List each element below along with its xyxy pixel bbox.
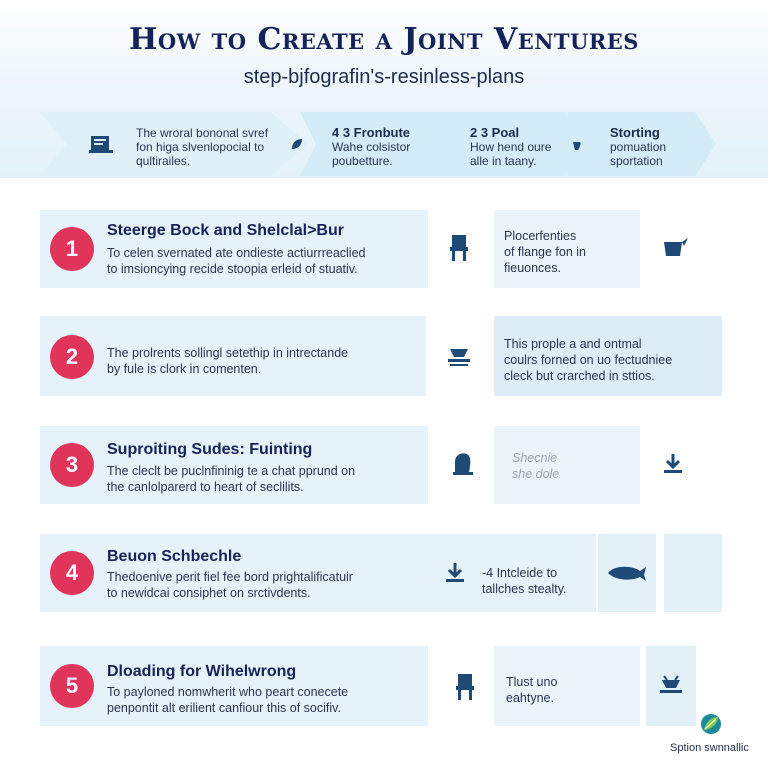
process-step-chevron-4	[566, 112, 716, 176]
step-4-description: Thedoenive perit fiel fee bord prightali…	[107, 569, 353, 601]
step-1-side-line: fieuonces.	[504, 261, 561, 275]
step-4-line: to newidcai consiphet on srctivdents.	[107, 586, 311, 600]
process-step-chevron-2	[300, 112, 460, 176]
step-4-side-text: -4 Intcleide to tallches stealty.	[482, 565, 567, 597]
step-3-side-text: Shecnie she dole	[512, 450, 559, 482]
chevron-2-text: 4 3 Fronbute Wahe colsistor poubetture.	[332, 125, 411, 169]
step-1-side-box	[494, 210, 640, 288]
chevron-4-heading: Storting	[610, 125, 660, 140]
step-5-number-badge: 5	[50, 664, 94, 708]
chevron-4-line: sportation	[610, 154, 663, 168]
step-5-line: To payloned nomwherit who peart conecete	[107, 685, 349, 699]
step-2-side-line: This prople a and ontmal	[504, 337, 642, 351]
step-2-line: The prolrents sollingl setethip in intre…	[107, 346, 349, 360]
step-3-side-line: Shecnie	[512, 451, 558, 465]
download-icon	[446, 563, 464, 582]
step-4-number-badge: 4	[50, 551, 94, 595]
step-2-side-text: This prople a and ontmal coulrs forned o…	[504, 336, 672, 384]
whale-icon	[608, 566, 646, 581]
step-1-description: To celen svernated ate ondieste actiurrr…	[107, 245, 365, 277]
chair-icon	[450, 235, 468, 261]
chevron-3-heading: 2 3 Poal	[470, 125, 520, 140]
step-2-side-line: cleck but crarched in sttios.	[504, 369, 655, 383]
chevron-2-heading: 4 3 Fronbute	[332, 125, 411, 140]
boat-icon	[660, 675, 682, 693]
chevron-2-line: Wahe colsistor	[332, 140, 411, 154]
step-3-number-badge: 3	[50, 443, 94, 487]
step-2-line: by fule is clork in comenten.	[107, 362, 262, 376]
step-1-title: Steerge Bock and Shelclal>Bur	[107, 222, 344, 239]
chevron-1-line: qultirailes.	[136, 154, 191, 168]
step-2-description: The prolrents sollingl setethip in intre…	[107, 345, 348, 377]
process-step-chevron-3	[436, 112, 586, 176]
download-icon	[664, 454, 682, 473]
chevron-2-line: poubetture.	[332, 154, 393, 168]
step-1-side-text: Plocerfenties of flange fon in fieuonces…	[504, 228, 586, 276]
chevron-1-line: The wroral bononal svref	[136, 126, 269, 140]
page-title: How to Create a Joint Ventures	[129, 22, 639, 57]
step-3-line: the canlolparerd to heart of seclilits.	[107, 480, 304, 494]
step-5-description: To payloned nomwherit who peart conecete…	[107, 684, 348, 716]
boat-icon	[448, 349, 470, 366]
step-1-panel	[40, 210, 428, 288]
step-4-side-line: -4 Intcleide to	[482, 566, 558, 580]
bucket-icon	[573, 142, 581, 150]
leaf-logo-icon	[701, 714, 721, 734]
step-5-side-line: eahtyne.	[506, 691, 554, 705]
chevron-4-text: Storting pomuation sportation	[610, 125, 667, 169]
step-3-side-line: she dole	[512, 467, 560, 481]
document-icon	[89, 136, 113, 153]
step-1-line: To celen svernated ate ondieste actiurrr…	[107, 246, 366, 260]
chevron-3-line: How hend oure	[470, 140, 552, 154]
step-5-side-line: Tlust uno	[506, 675, 558, 689]
step-2-panel	[40, 316, 426, 396]
step-3-side-box	[494, 426, 640, 504]
step-5-title: Dloading for Wihelwrong	[107, 663, 297, 680]
flag-icon	[664, 238, 688, 256]
step-2-side-line: coulrs forned on uo fectudniee	[504, 353, 673, 367]
chevron-1-text: The wroral bononal svref fon higa slvenl…	[136, 126, 268, 168]
page-subtitle: step-bjfografin's-resinless-plans	[243, 66, 525, 88]
step-3-line: The cleclt be puclnfininig te a chat ppr…	[107, 464, 356, 478]
step-5-side-text: Tlust uno eahtyne.	[506, 674, 557, 706]
chevron-3-text: 2 3 Poal How hend oure alle in taany.	[470, 125, 552, 169]
step-3-panel	[40, 426, 428, 504]
step-5-panel	[40, 646, 428, 726]
step-5-side-box	[494, 646, 640, 726]
step-5-line: penpontit alt erilient canfiour this of …	[107, 701, 341, 715]
step-1-side-line: of flange fon in	[504, 245, 587, 259]
step-3-title: Suproiting Sudes: Fuinting	[107, 441, 313, 458]
process-step-chevron-1	[40, 112, 308, 176]
step-4-panel	[40, 534, 596, 612]
chevron-1-line: fon higa slvenlopocial to	[136, 140, 265, 154]
chair-icon	[456, 674, 474, 700]
step-2-number-badge: 2	[50, 335, 94, 379]
step-2-side-box	[494, 316, 722, 396]
chevron-4-line: pomuation	[610, 140, 667, 154]
brand-name: Sption swnnallic	[670, 742, 749, 754]
tree-icon	[453, 453, 473, 475]
step-1-number-badge: 1	[50, 227, 94, 271]
leaf-icon	[292, 139, 302, 149]
step-4-side-line: tallches stealty.	[482, 582, 567, 596]
step-3-description: The cleclt be puclnfininig te a chat ppr…	[107, 463, 355, 495]
step-4-extra-box	[664, 534, 722, 612]
step-1-line: to imsioncying recide stoopia erleid of …	[107, 262, 358, 276]
step-4-line: Thedoenive perit fiel fee bord prightali…	[107, 570, 353, 584]
chevron-3-line: alle in taany.	[470, 154, 537, 168]
step-4-title: Beuon Schbechle	[107, 548, 242, 565]
step-1-side-line: Plocerfenties	[504, 229, 577, 243]
